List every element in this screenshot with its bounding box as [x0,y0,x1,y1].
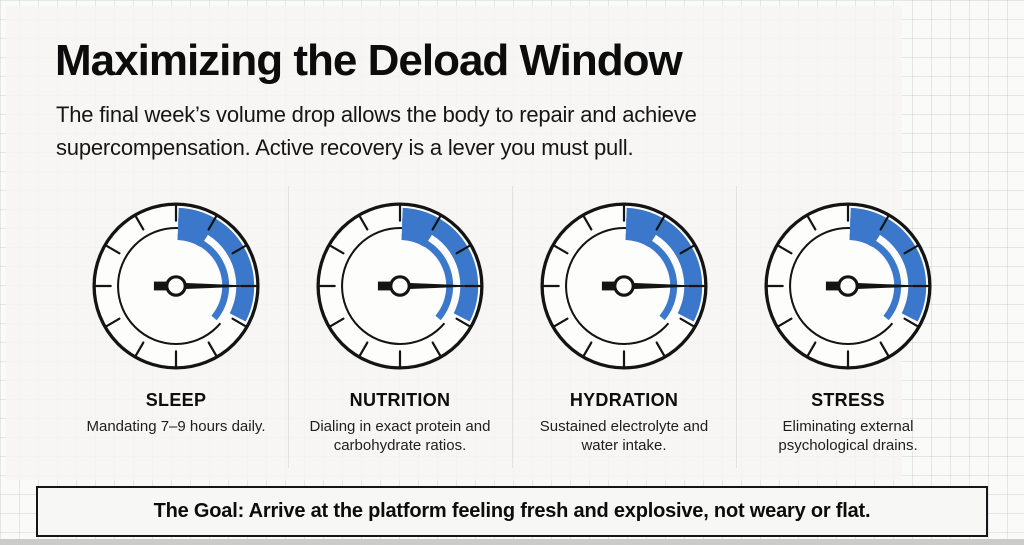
factor-column-hydration: HYDRATION Sustained electrolyte and wate… [512,194,736,466]
speedometer-gauge-icon [84,194,268,378]
speedometer-gauge-icon [756,194,940,378]
speedometer-gauge-icon [308,194,492,378]
column-divider [512,186,513,468]
factor-label: SLEEP [145,390,207,410]
goal-banner: The Goal: Arrive at the platform feeling… [36,486,988,537]
subtitle: The final week’s volume drop allows the … [56,98,697,164]
bottom-edge-strip [0,539,1024,545]
factor-label: NUTRITION [349,390,451,410]
page-title: Maximizing the Deload Window [55,36,683,85]
column-divider [736,186,737,468]
factor-description: Mandating 7–9 hours daily. [86,418,266,435]
column-divider [288,186,289,468]
factor-column-sleep: SLEEP Mandating 7–9 hours daily. [64,194,288,466]
factor-column-stress: STRESS Eliminating external psychologica… [736,194,960,466]
subtitle-line-1: The final week’s volume drop allows the … [56,102,697,127]
factor-description: Dialing in exact protein and carbohydrat… [309,418,491,454]
speedometer-gauge-icon [532,194,716,378]
factor-description: Eliminating external psychological drain… [778,418,918,454]
goal-text: The Goal: Arrive at the platform feeling… [153,500,871,522]
factor-label: STRESS [811,390,885,410]
subtitle-line-2: supercompensation. Active recovery is a … [56,135,634,160]
factor-label: HYDRATION [569,390,679,410]
factor-column-nutrition: NUTRITION Dialing in exact protein and c… [288,194,512,466]
factor-description: Sustained electrolyte and water intake. [539,418,709,454]
